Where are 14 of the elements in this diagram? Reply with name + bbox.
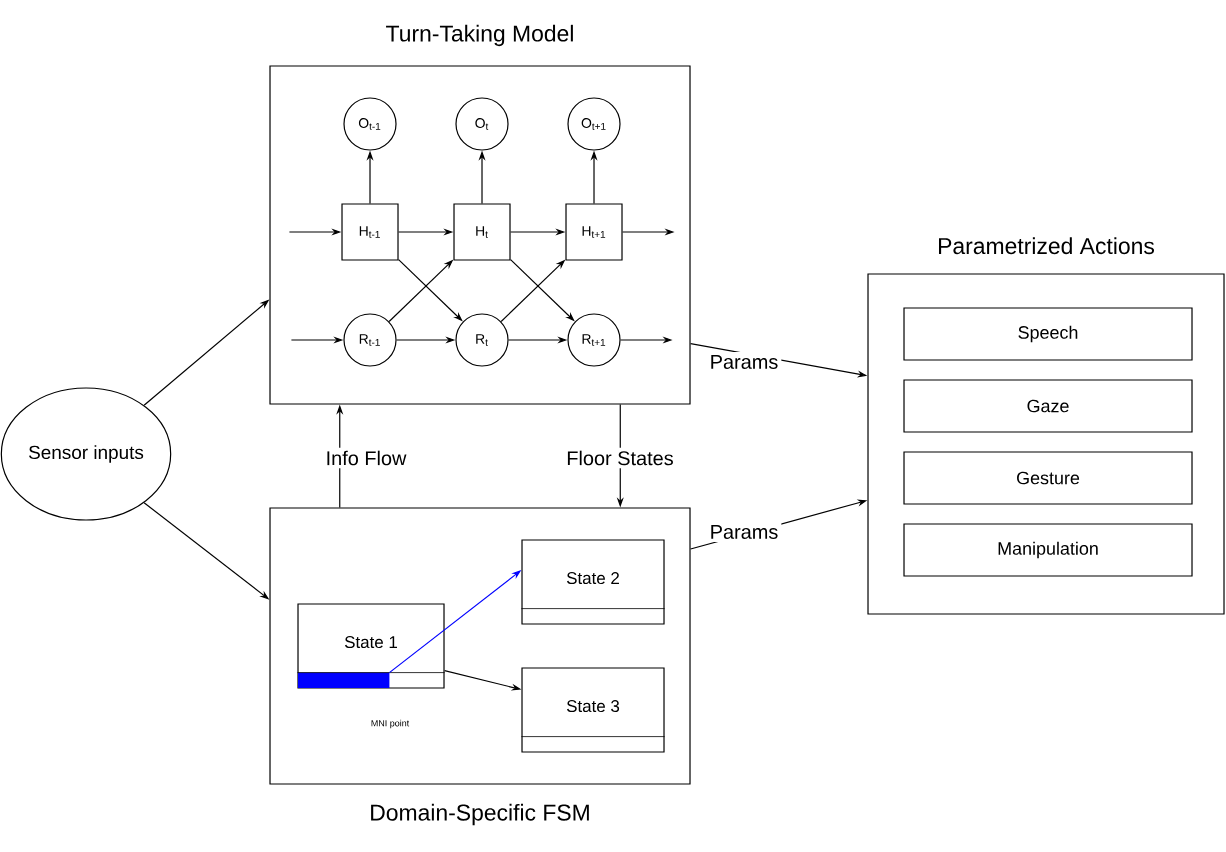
state-box: State 3 bbox=[521, 667, 665, 753]
edge-label: Info Flow bbox=[322, 447, 410, 469]
action-box: Speech bbox=[903, 307, 1193, 361]
action-box: Gaze bbox=[903, 379, 1193, 433]
state-box: State 1 bbox=[297, 603, 445, 689]
edge-label: Params bbox=[706, 352, 782, 372]
action-box: Manipulation bbox=[903, 523, 1193, 577]
state-box: State 2 bbox=[521, 539, 665, 625]
node-label: Parametrized Actions bbox=[939, 237, 1155, 255]
edge-label: Params bbox=[706, 522, 782, 542]
action-box: Gesture bbox=[903, 451, 1193, 505]
edge-label: Floor States bbox=[563, 447, 677, 469]
node-label: Turn-Taking Model bbox=[386, 24, 573, 47]
node-label: Domain-Specific FSM bbox=[371, 803, 589, 826]
